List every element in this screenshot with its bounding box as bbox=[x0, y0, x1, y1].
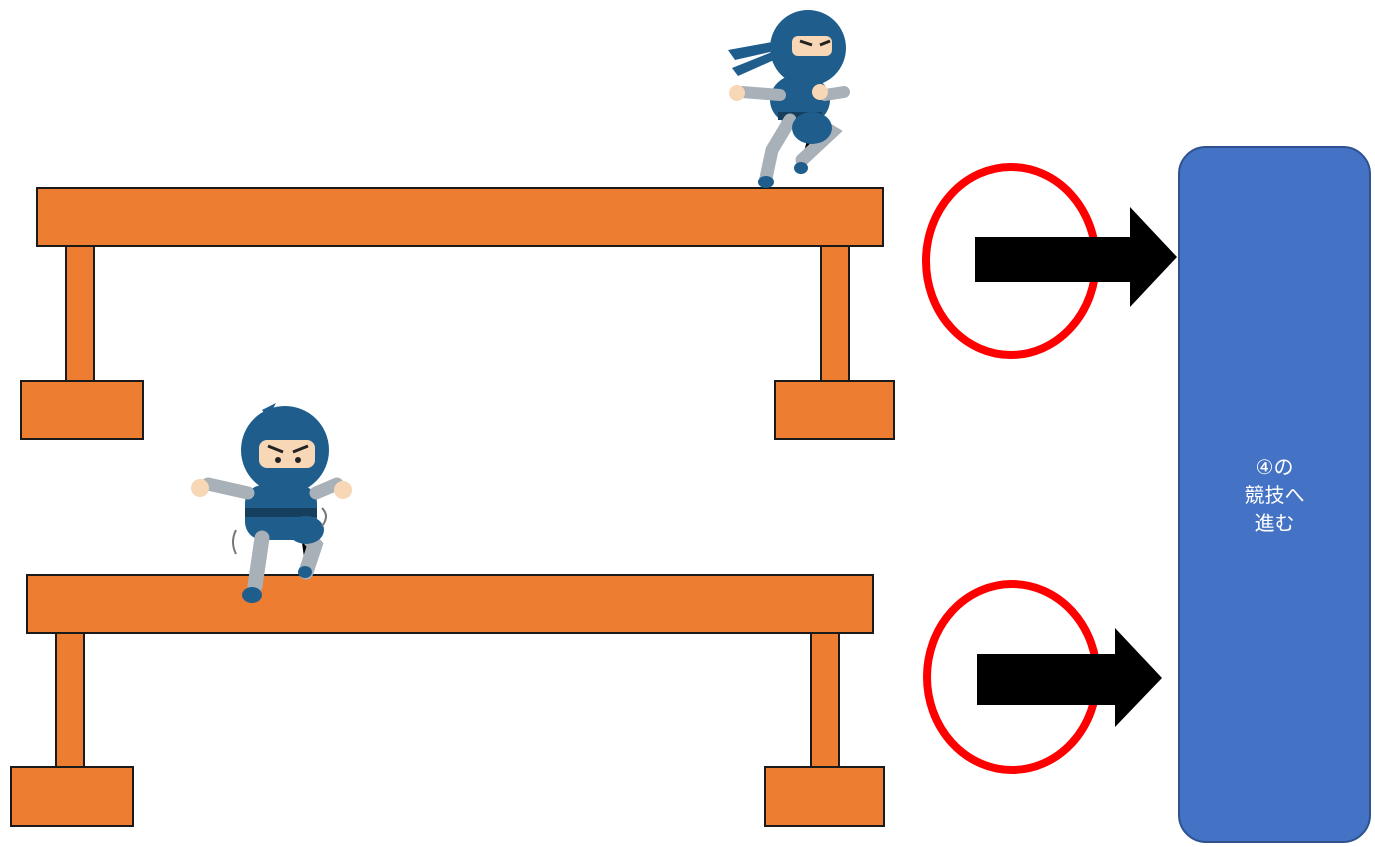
lower-beam-right-foot bbox=[764, 766, 885, 827]
upper-beam-left-post bbox=[65, 245, 95, 382]
upper-beam-top bbox=[36, 187, 884, 247]
lower-ninja-icon bbox=[191, 403, 352, 603]
lower-beam-left-foot bbox=[10, 766, 134, 827]
upper-beam-left-foot bbox=[20, 380, 144, 440]
upper-ninja-icon bbox=[728, 10, 850, 188]
lower-beam-right-post bbox=[810, 632, 840, 769]
upper-right-arrow-icon bbox=[975, 207, 1177, 307]
upper-beam-right-foot bbox=[774, 380, 895, 440]
next-event-label: ④の 競技へ 進む bbox=[1244, 454, 1305, 535]
next-event-box: ④の 競技へ 進む bbox=[1178, 146, 1371, 843]
lower-right-arrow-icon bbox=[977, 628, 1162, 727]
lower-beam-top bbox=[26, 574, 874, 634]
lower-beam-left-post bbox=[55, 632, 85, 769]
